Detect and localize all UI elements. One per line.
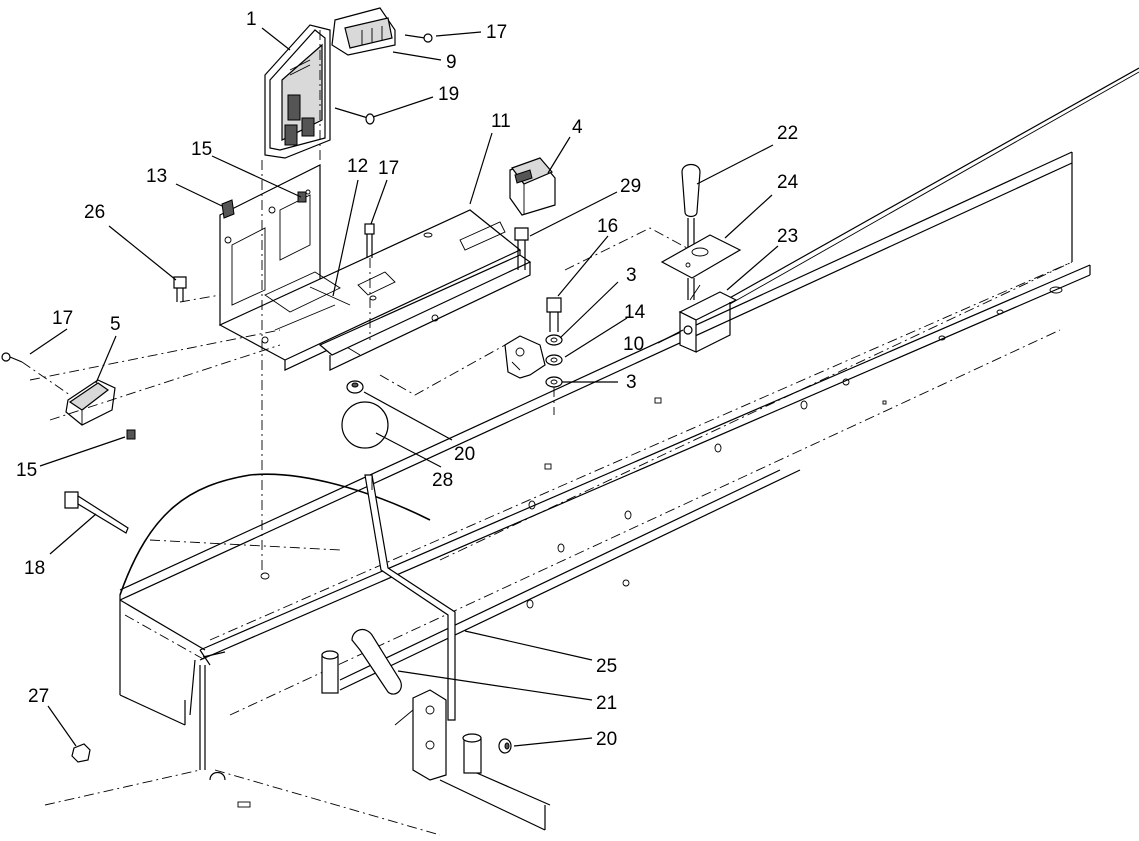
part-14-spacer <box>545 354 563 366</box>
callout-17-middle: 17 <box>378 158 399 179</box>
mounting-outline <box>29 30 701 575</box>
part-3-washer-lower <box>545 376 563 415</box>
frame-post <box>462 733 482 774</box>
part-25-shift-lever <box>364 474 456 721</box>
callout-9: 9 <box>446 52 457 73</box>
part-15-clip-lower <box>126 429 136 440</box>
part-15-clip-upper <box>297 191 307 203</box>
callout-19: 19 <box>438 84 459 105</box>
callout-12: 12 <box>347 156 368 177</box>
callout-3-lower: 3 <box>626 372 637 393</box>
part-19-screw <box>334 107 375 125</box>
part-28-ball-knob <box>341 401 389 449</box>
part-13-clip <box>221 199 235 219</box>
part-9-connector <box>331 7 396 56</box>
part-26-bolt <box>173 276 221 303</box>
part-20-nut-upper <box>346 380 364 394</box>
frame-rail <box>44 67 1139 836</box>
callout-14: 14 <box>624 302 646 323</box>
callout-labels: 1 17 9 19 11 4 22 24 23 15 13 12 17 29 1… <box>16 9 799 750</box>
fender-shroud <box>119 473 431 808</box>
callout-18: 18 <box>24 558 45 579</box>
part-4-relay <box>509 157 556 216</box>
part-1-controller-module <box>264 24 331 159</box>
callout-24: 24 <box>777 172 799 193</box>
callout-26: 26 <box>84 202 105 223</box>
callout-23: 23 <box>777 226 798 247</box>
shift-clevis <box>394 689 447 781</box>
part-21-pivot-pin <box>321 628 402 695</box>
part-12-mounting-bracket <box>218 164 532 371</box>
callout-5: 5 <box>110 314 121 335</box>
callout-15-lower: 15 <box>16 460 37 481</box>
callout-20-upper: 20 <box>454 444 475 465</box>
callout-15-upper: 15 <box>191 139 212 160</box>
callout-13: 13 <box>146 166 167 187</box>
part-17-screw-middle <box>364 223 375 340</box>
hook-bracket <box>504 335 546 379</box>
part-16-bolt <box>546 297 562 332</box>
part-23-switch-bracket <box>678 278 738 353</box>
callout-16: 16 <box>597 216 618 237</box>
callout-17-top: 17 <box>486 22 507 43</box>
callout-22: 22 <box>777 123 798 144</box>
callout-10: 10 <box>623 334 644 355</box>
callout-11: 11 <box>491 111 511 132</box>
part-20-nut-lower <box>498 738 512 754</box>
callout-28: 28 <box>432 470 453 491</box>
part-29-bolt <box>514 227 529 270</box>
part-17-screw-left <box>1 352 71 396</box>
leader-lines <box>29 27 779 747</box>
part-17-screw-top <box>404 33 433 43</box>
callout-21: 21 <box>596 693 617 714</box>
callout-4: 4 <box>572 117 583 138</box>
callout-17-left: 17 <box>52 308 73 329</box>
part-3-washer-upper <box>545 334 563 346</box>
callout-3-upper: 3 <box>626 265 637 286</box>
callout-1: 1 <box>246 9 257 30</box>
part-18-bolt <box>64 491 129 534</box>
callout-29: 29 <box>620 176 641 197</box>
part-27-nut <box>71 743 91 763</box>
callout-25: 25 <box>596 656 617 677</box>
part-5-switch-box <box>65 379 116 426</box>
callout-27: 27 <box>28 686 49 707</box>
callout-20-lower: 20 <box>596 729 617 750</box>
part-24-plate <box>660 234 742 279</box>
